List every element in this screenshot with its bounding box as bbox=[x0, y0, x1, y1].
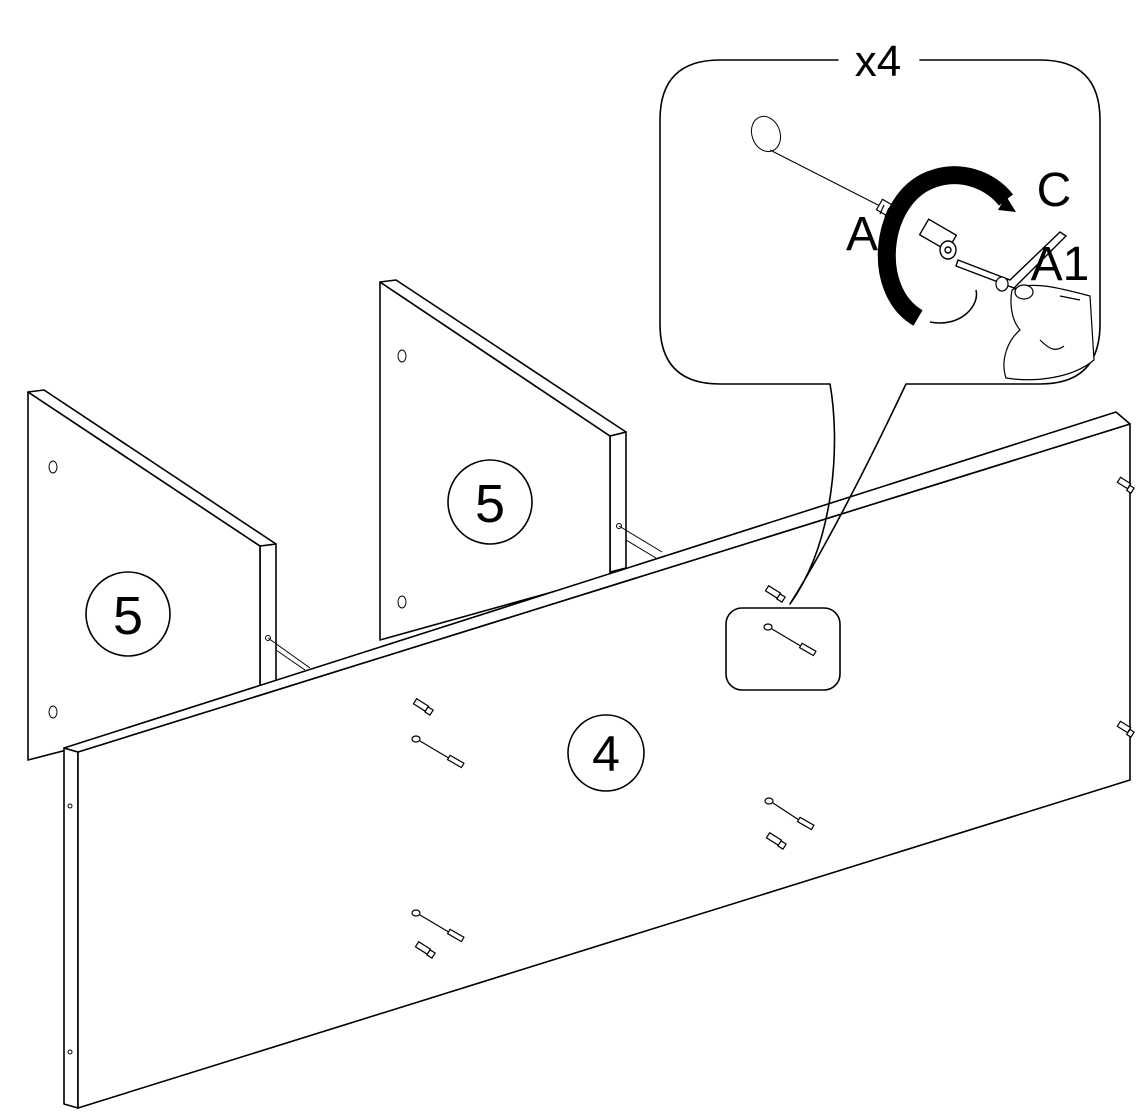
dowel-pin-icon bbox=[765, 831, 787, 850]
rotation-arrow-icon bbox=[877, 166, 1016, 326]
dowel-pin-icon bbox=[1116, 720, 1135, 738]
detail-illustration: A C A1 bbox=[750, 115, 1095, 381]
cam-bolt-icon bbox=[411, 735, 465, 769]
part-number-side-middle: 5 bbox=[475, 474, 505, 534]
cam-bolt-icon bbox=[763, 623, 817, 657]
detail-callout-bubble: x4 bbox=[659, 37, 1101, 605]
back-panel bbox=[63, 411, 1131, 1109]
part-number-back: 4 bbox=[592, 726, 620, 782]
dowel-pin-icon bbox=[764, 584, 786, 603]
dowel-pin-icon bbox=[412, 697, 434, 716]
hardware-set bbox=[411, 476, 1135, 959]
hand-icon bbox=[995, 276, 1095, 381]
part-callout-back: 4 bbox=[567, 714, 645, 792]
hex-key-icon bbox=[955, 231, 1068, 289]
zoom-source-box bbox=[725, 607, 841, 691]
part-callout-left: 5 bbox=[85, 571, 171, 657]
dowel-pin-icon bbox=[414, 940, 436, 959]
quantity-label: x4 bbox=[855, 37, 901, 86]
label-dowel-a: A bbox=[846, 208, 878, 261]
label-cam-bolt-a1: A1 bbox=[1031, 238, 1090, 291]
part-callout-middle: 5 bbox=[447, 459, 533, 545]
cam-bolt-icon bbox=[411, 909, 465, 943]
part-number-side-left: 5 bbox=[113, 586, 143, 646]
dowel-pin-icon bbox=[1116, 476, 1135, 494]
cam-bolt-icon bbox=[764, 797, 815, 831]
label-hex-key-c: C bbox=[1037, 164, 1072, 217]
cam-lock-icon bbox=[918, 218, 958, 260]
